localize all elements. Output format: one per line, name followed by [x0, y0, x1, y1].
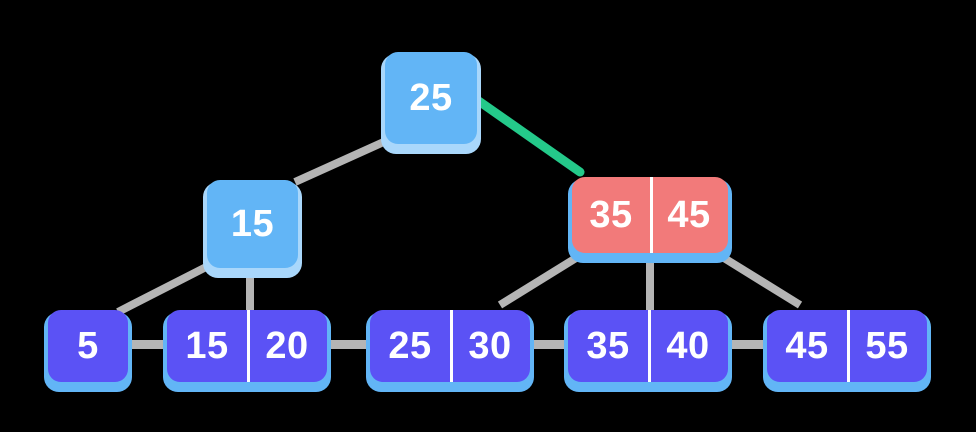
node-face: 45 55	[767, 310, 927, 382]
node-face: 15	[207, 180, 298, 268]
tree-edge	[470, 93, 583, 176]
tree-edge-highlighted	[468, 92, 585, 177]
node-key-cell[interactable]: 45	[785, 325, 829, 367]
node-key-cell[interactable]: 35	[586, 325, 630, 367]
leaf-sibling-link	[530, 340, 568, 349]
node-face: 25 30	[370, 310, 530, 382]
node-key-cell[interactable]: 15	[185, 325, 229, 367]
node-key-cell[interactable]: 55	[847, 310, 927, 382]
tree-node-root[interactable]: 25	[381, 52, 481, 154]
node-key-cell[interactable]: 5	[77, 325, 99, 367]
node-face: 35 40	[568, 310, 728, 382]
node-face: 35 45	[572, 177, 728, 253]
tree-node-internal-left[interactable]: 15	[203, 180, 302, 278]
leaf-sibling-link	[128, 340, 167, 349]
tree-node-leaf-4[interactable]: 35 40	[564, 310, 732, 392]
node-key-cell[interactable]: 40	[648, 310, 728, 382]
tree-edge	[721, 254, 803, 309]
node-key-cell[interactable]: 30	[450, 310, 530, 382]
tree-edge	[116, 260, 214, 316]
tree-edge	[497, 254, 579, 309]
node-key-cell[interactable]: 20	[247, 310, 327, 382]
node-key-cell[interactable]: 25	[388, 325, 432, 367]
tree-node-internal-right[interactable]: 35 45	[568, 177, 732, 263]
node-key-cell[interactable]: 25	[409, 77, 453, 119]
tree-node-leaf-5[interactable]: 45 55	[763, 310, 931, 392]
tree-node-leaf-3[interactable]: 25 30	[366, 310, 534, 392]
node-key-cell[interactable]: 45	[650, 177, 728, 253]
leaf-sibling-link	[327, 340, 370, 349]
node-key-cell[interactable]: 15	[230, 203, 275, 245]
tree-node-leaf-1[interactable]: 5	[44, 310, 132, 392]
node-key-cell[interactable]: 35	[589, 194, 633, 236]
tree-edge	[293, 136, 390, 186]
node-face: 25	[385, 52, 477, 144]
leaf-sibling-link	[728, 340, 767, 349]
node-face: 5	[48, 310, 128, 382]
